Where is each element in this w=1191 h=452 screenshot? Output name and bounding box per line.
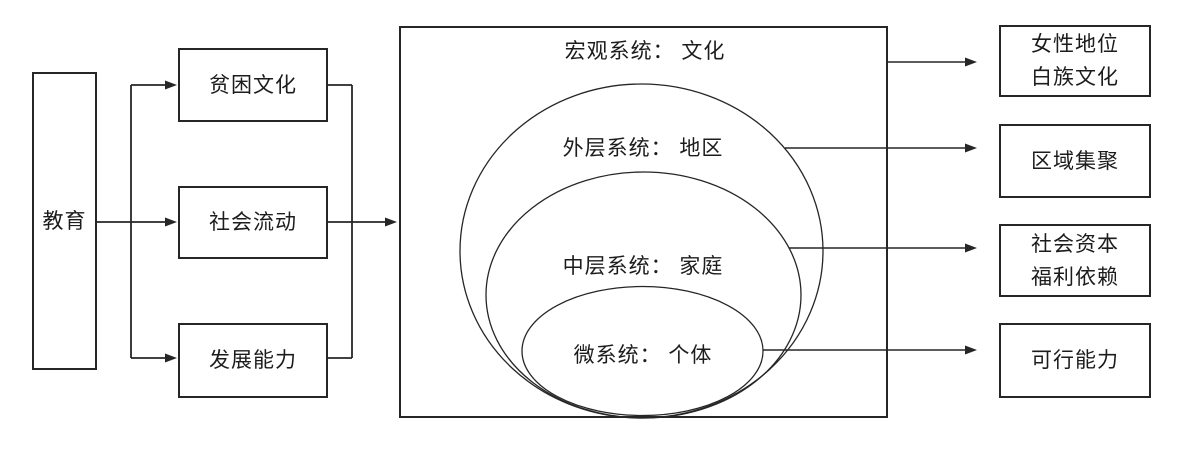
arrowhead-to-outcome3 xyxy=(965,243,977,253)
arrowhead-to-poverty xyxy=(165,80,177,90)
system-container-box xyxy=(399,26,888,418)
arrowhead-to-develop xyxy=(165,353,177,363)
node-social-mobility-label: 社会流动 xyxy=(209,211,297,234)
arrowhead-to-outcome1 xyxy=(965,57,977,67)
node-women-status-bai-culture-label: 女性地位 白族文化 xyxy=(1031,33,1119,89)
micro-system-label: 微系统： 个体 xyxy=(573,344,713,367)
middle-system-ellipse xyxy=(485,171,802,419)
arrowhead-to-outcome2 xyxy=(965,143,977,153)
node-development-capability: 发展能力 xyxy=(178,323,328,398)
arrowhead-to-mobility xyxy=(165,217,177,227)
node-feasible-capability: 可行能力 xyxy=(999,323,1151,398)
arrowhead-to-outcome4 xyxy=(965,345,977,355)
node-poverty-culture-label: 贫困文化 xyxy=(209,73,297,97)
node-social-capital-welfare-dependence-label: 社会资本 福利依赖 xyxy=(1031,232,1119,289)
node-feasible-capability-label: 可行能力 xyxy=(1031,349,1119,372)
node-regional-agglomeration-label: 区域集聚 xyxy=(1031,149,1119,173)
node-social-mobility: 社会流动 xyxy=(178,186,328,259)
node-regional-agglomeration: 区域集聚 xyxy=(999,124,1151,198)
node-education: 教育 xyxy=(32,72,97,370)
macro-system-label: 宏观系统： 文化 xyxy=(564,40,726,63)
middle-system-label: 中层系统： 家庭 xyxy=(562,255,724,278)
node-poverty-culture: 贫困文化 xyxy=(178,48,328,122)
outer-system-label: 外层系统： 地区 xyxy=(562,137,724,160)
micro-system-ellipse xyxy=(521,285,764,417)
node-development-capability-label: 发展能力 xyxy=(209,349,297,372)
node-education-label: 教育 xyxy=(42,209,87,233)
arrowhead-to-system xyxy=(385,217,397,227)
node-women-status-bai-culture: 女性地位 白族文化 xyxy=(999,25,1151,97)
node-social-capital-welfare-dependence: 社会资本 福利依赖 xyxy=(999,224,1151,297)
